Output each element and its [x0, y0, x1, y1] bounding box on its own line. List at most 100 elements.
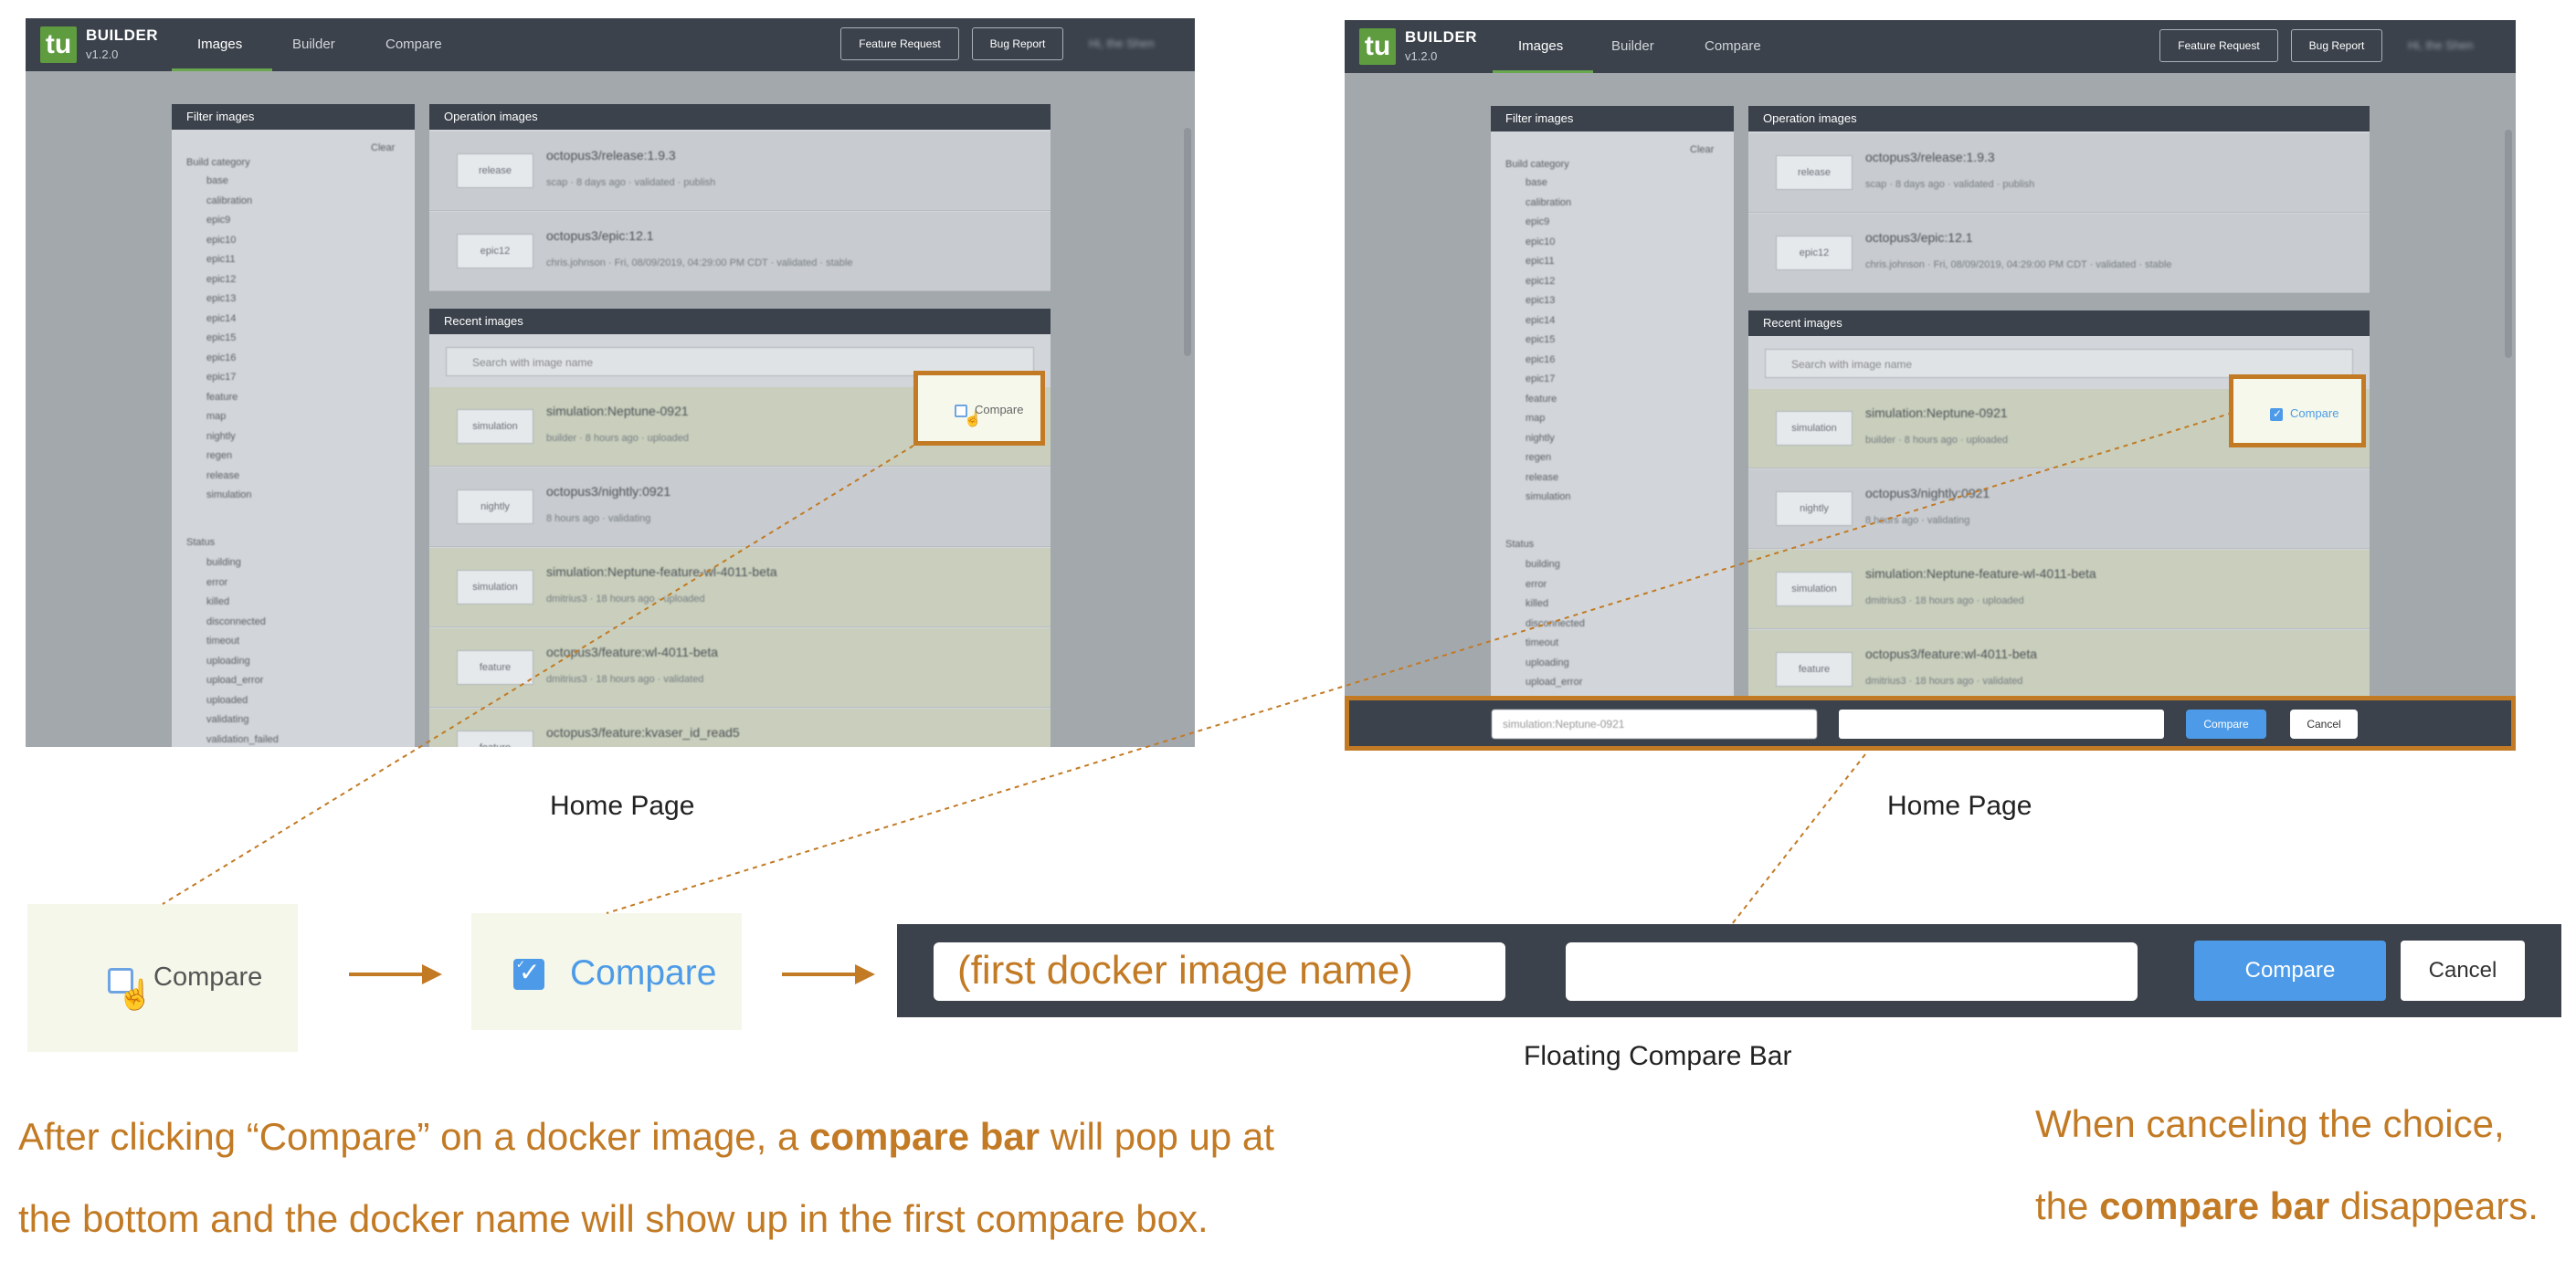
image-title[interactable]: octopus3/epic:12.1: [546, 228, 654, 243]
image-title[interactable]: octopus3/release:1.9.3: [546, 148, 676, 163]
nav-tab-builder[interactable]: Builder: [1611, 38, 1654, 54]
image-title[interactable]: octopus3/feature:kvaser_id_read5: [546, 725, 740, 740]
compare-input-first[interactable]: simulation:Neptune-0921: [1492, 710, 1817, 739]
filter-option[interactable]: uploading: [1526, 657, 1569, 668]
filter-option[interactable]: map: [206, 411, 227, 422]
recent-row[interactable]: simulation simulation:Neptune-0921 build…: [1748, 389, 2370, 468]
filter-option[interactable]: epic10: [206, 234, 237, 246]
filter-option[interactable]: epic9: [1526, 216, 1550, 227]
recent-row[interactable]: simulation simulation:Neptune-feature-wl…: [1748, 550, 2370, 629]
compare-input-first[interactable]: (first docker image name): [934, 942, 1505, 1001]
image-title[interactable]: octopus3/feature:wl-4011-beta: [1865, 647, 2038, 661]
nav-tab-images[interactable]: Images: [1518, 38, 1564, 54]
filter-option[interactable]: epic16: [206, 352, 237, 363]
compare-checkbox[interactable]: [108, 968, 133, 994]
filter-option[interactable]: error: [206, 576, 228, 588]
image-title[interactable]: octopus3/feature:wl-4011-beta: [546, 645, 719, 659]
nav-tab-compare[interactable]: Compare: [1705, 38, 1761, 54]
filter-option[interactable]: killed: [1526, 598, 1549, 609]
operation-row[interactable]: release octopus3/release:1.9.3 scap · 8 …: [429, 131, 1050, 211]
user-menu[interactable]: Hi, the Shen: [2408, 38, 2474, 52]
filter-option[interactable]: simulation: [1526, 491, 1571, 502]
filter-option[interactable]: feature: [1526, 393, 1557, 405]
compare-button[interactable]: Compare: [2186, 710, 2266, 739]
filter-option[interactable]: timeout: [1526, 637, 1559, 648]
image-title[interactable]: octopus3/release:1.9.3: [1865, 150, 1995, 164]
filter-option[interactable]: epic15: [206, 332, 237, 343]
page-scrollbar[interactable]: [1184, 128, 1191, 356]
compare-input-second[interactable]: [1839, 710, 2164, 739]
nav-tab-builder[interactable]: Builder: [292, 37, 335, 52]
nav-tab-compare[interactable]: Compare: [385, 37, 442, 52]
filter-option[interactable]: building: [206, 557, 241, 568]
compare-checkbox[interactable]: [955, 405, 967, 417]
filter-option[interactable]: uploaded: [206, 694, 248, 706]
filter-option[interactable]: simulation: [206, 489, 252, 500]
recent-row[interactable]: simulation simulation:Neptune-feature-wl…: [429, 548, 1050, 627]
filter-option[interactable]: base: [206, 175, 228, 186]
filter-option[interactable]: epic10: [1526, 236, 1556, 247]
filter-option[interactable]: epic11: [206, 254, 236, 265]
filter-option[interactable]: upload_error: [206, 675, 264, 686]
filter-option[interactable]: epic14: [1526, 314, 1556, 326]
filter-option[interactable]: validation_failed: [206, 733, 279, 745]
image-search-input[interactable]: Search with image name: [1765, 349, 2353, 378]
filter-option[interactable]: epic12: [1526, 275, 1556, 287]
filter-option[interactable]: regen: [206, 450, 233, 461]
image-title[interactable]: simulation:Neptune-0921: [1865, 405, 2008, 420]
clear-filters-link[interactable]: Clear: [371, 142, 396, 153]
feature-request-button[interactable]: Feature Request: [2159, 29, 2278, 62]
filter-option[interactable]: epic17: [206, 372, 237, 383]
filter-option[interactable]: timeout: [206, 636, 240, 647]
filter-option[interactable]: validating: [206, 714, 249, 725]
cancel-button[interactable]: Cancel: [2290, 710, 2358, 739]
nav-tab-images[interactable]: Images: [197, 37, 243, 52]
clear-filters-link[interactable]: Clear: [1690, 144, 1715, 155]
image-title[interactable]: octopus3/nightly:0921: [546, 484, 671, 499]
user-menu[interactable]: Hi, the Shen: [1089, 37, 1155, 50]
filter-option[interactable]: uploading: [206, 655, 250, 667]
compare-checkbox-label[interactable]: Compare: [570, 953, 717, 993]
compare-checkbox-label[interactable]: Compare: [2290, 406, 2339, 420]
recent-row[interactable]: feature octopus3/feature:kvaser_id_read5: [429, 709, 1050, 747]
filter-option[interactable]: epic13: [206, 293, 237, 304]
filter-option[interactable]: nightly: [1526, 432, 1555, 444]
image-title[interactable]: simulation:Neptune-feature-wl-4011-beta: [546, 564, 777, 579]
compare-checkbox-label[interactable]: Compare: [153, 962, 263, 992]
bug-report-button[interactable]: Bug Report: [972, 27, 1063, 60]
filter-option[interactable]: release: [206, 469, 240, 481]
filter-option[interactable]: epic13: [1526, 295, 1556, 306]
compare-checkbox-checked[interactable]: [2270, 407, 2283, 421]
filter-option[interactable]: epic17: [1526, 373, 1556, 384]
filter-option[interactable]: epic14: [206, 312, 237, 324]
filter-option[interactable]: epic16: [1526, 353, 1556, 365]
image-title[interactable]: simulation:Neptune-feature-wl-4011-beta: [1865, 566, 2096, 581]
filter-option[interactable]: error: [1526, 578, 1547, 590]
filter-option[interactable]: epic12: [206, 273, 237, 285]
filter-option[interactable]: nightly: [206, 430, 236, 442]
filter-option[interactable]: base: [1526, 177, 1547, 188]
filter-option[interactable]: calibration: [206, 195, 253, 206]
recent-row[interactable]: nightly octopus3/nightly:0921 8 hours ag…: [429, 468, 1050, 547]
filter-option[interactable]: disconnected: [206, 615, 266, 627]
recent-row[interactable]: feature octopus3/feature:wl-4011-beta dm…: [429, 628, 1050, 708]
filter-option[interactable]: regen: [1526, 452, 1552, 463]
compare-checkbox-checked[interactable]: [513, 958, 544, 990]
operation-row[interactable]: epic12 octopus3/epic:12.1 chris.johnson …: [1748, 214, 2370, 293]
filter-option[interactable]: building: [1526, 559, 1560, 570]
filter-option[interactable]: release: [1526, 471, 1559, 483]
bug-report-button[interactable]: Bug Report: [2291, 29, 2382, 62]
operation-row[interactable]: epic12 octopus3/epic:12.1 chris.johnson …: [429, 212, 1050, 291]
filter-option[interactable]: calibration: [1526, 196, 1572, 208]
operation-row[interactable]: release octopus3/release:1.9.3 scap · 8 …: [1748, 133, 2370, 213]
filter-option[interactable]: epic15: [1526, 334, 1556, 345]
filter-option[interactable]: epic9: [206, 215, 231, 226]
image-title[interactable]: octopus3/epic:12.1: [1865, 230, 1973, 245]
image-title[interactable]: simulation:Neptune-0921: [546, 404, 689, 418]
filter-option[interactable]: killed: [206, 596, 230, 607]
filter-option[interactable]: epic11: [1526, 256, 1555, 267]
compare-button[interactable]: Compare: [2194, 941, 2386, 1001]
compare-input-second[interactable]: [1566, 942, 2138, 1001]
recent-row[interactable]: nightly octopus3/nightly:0921 8 hours ag…: [1748, 469, 2370, 549]
feature-request-button[interactable]: Feature Request: [840, 27, 959, 60]
